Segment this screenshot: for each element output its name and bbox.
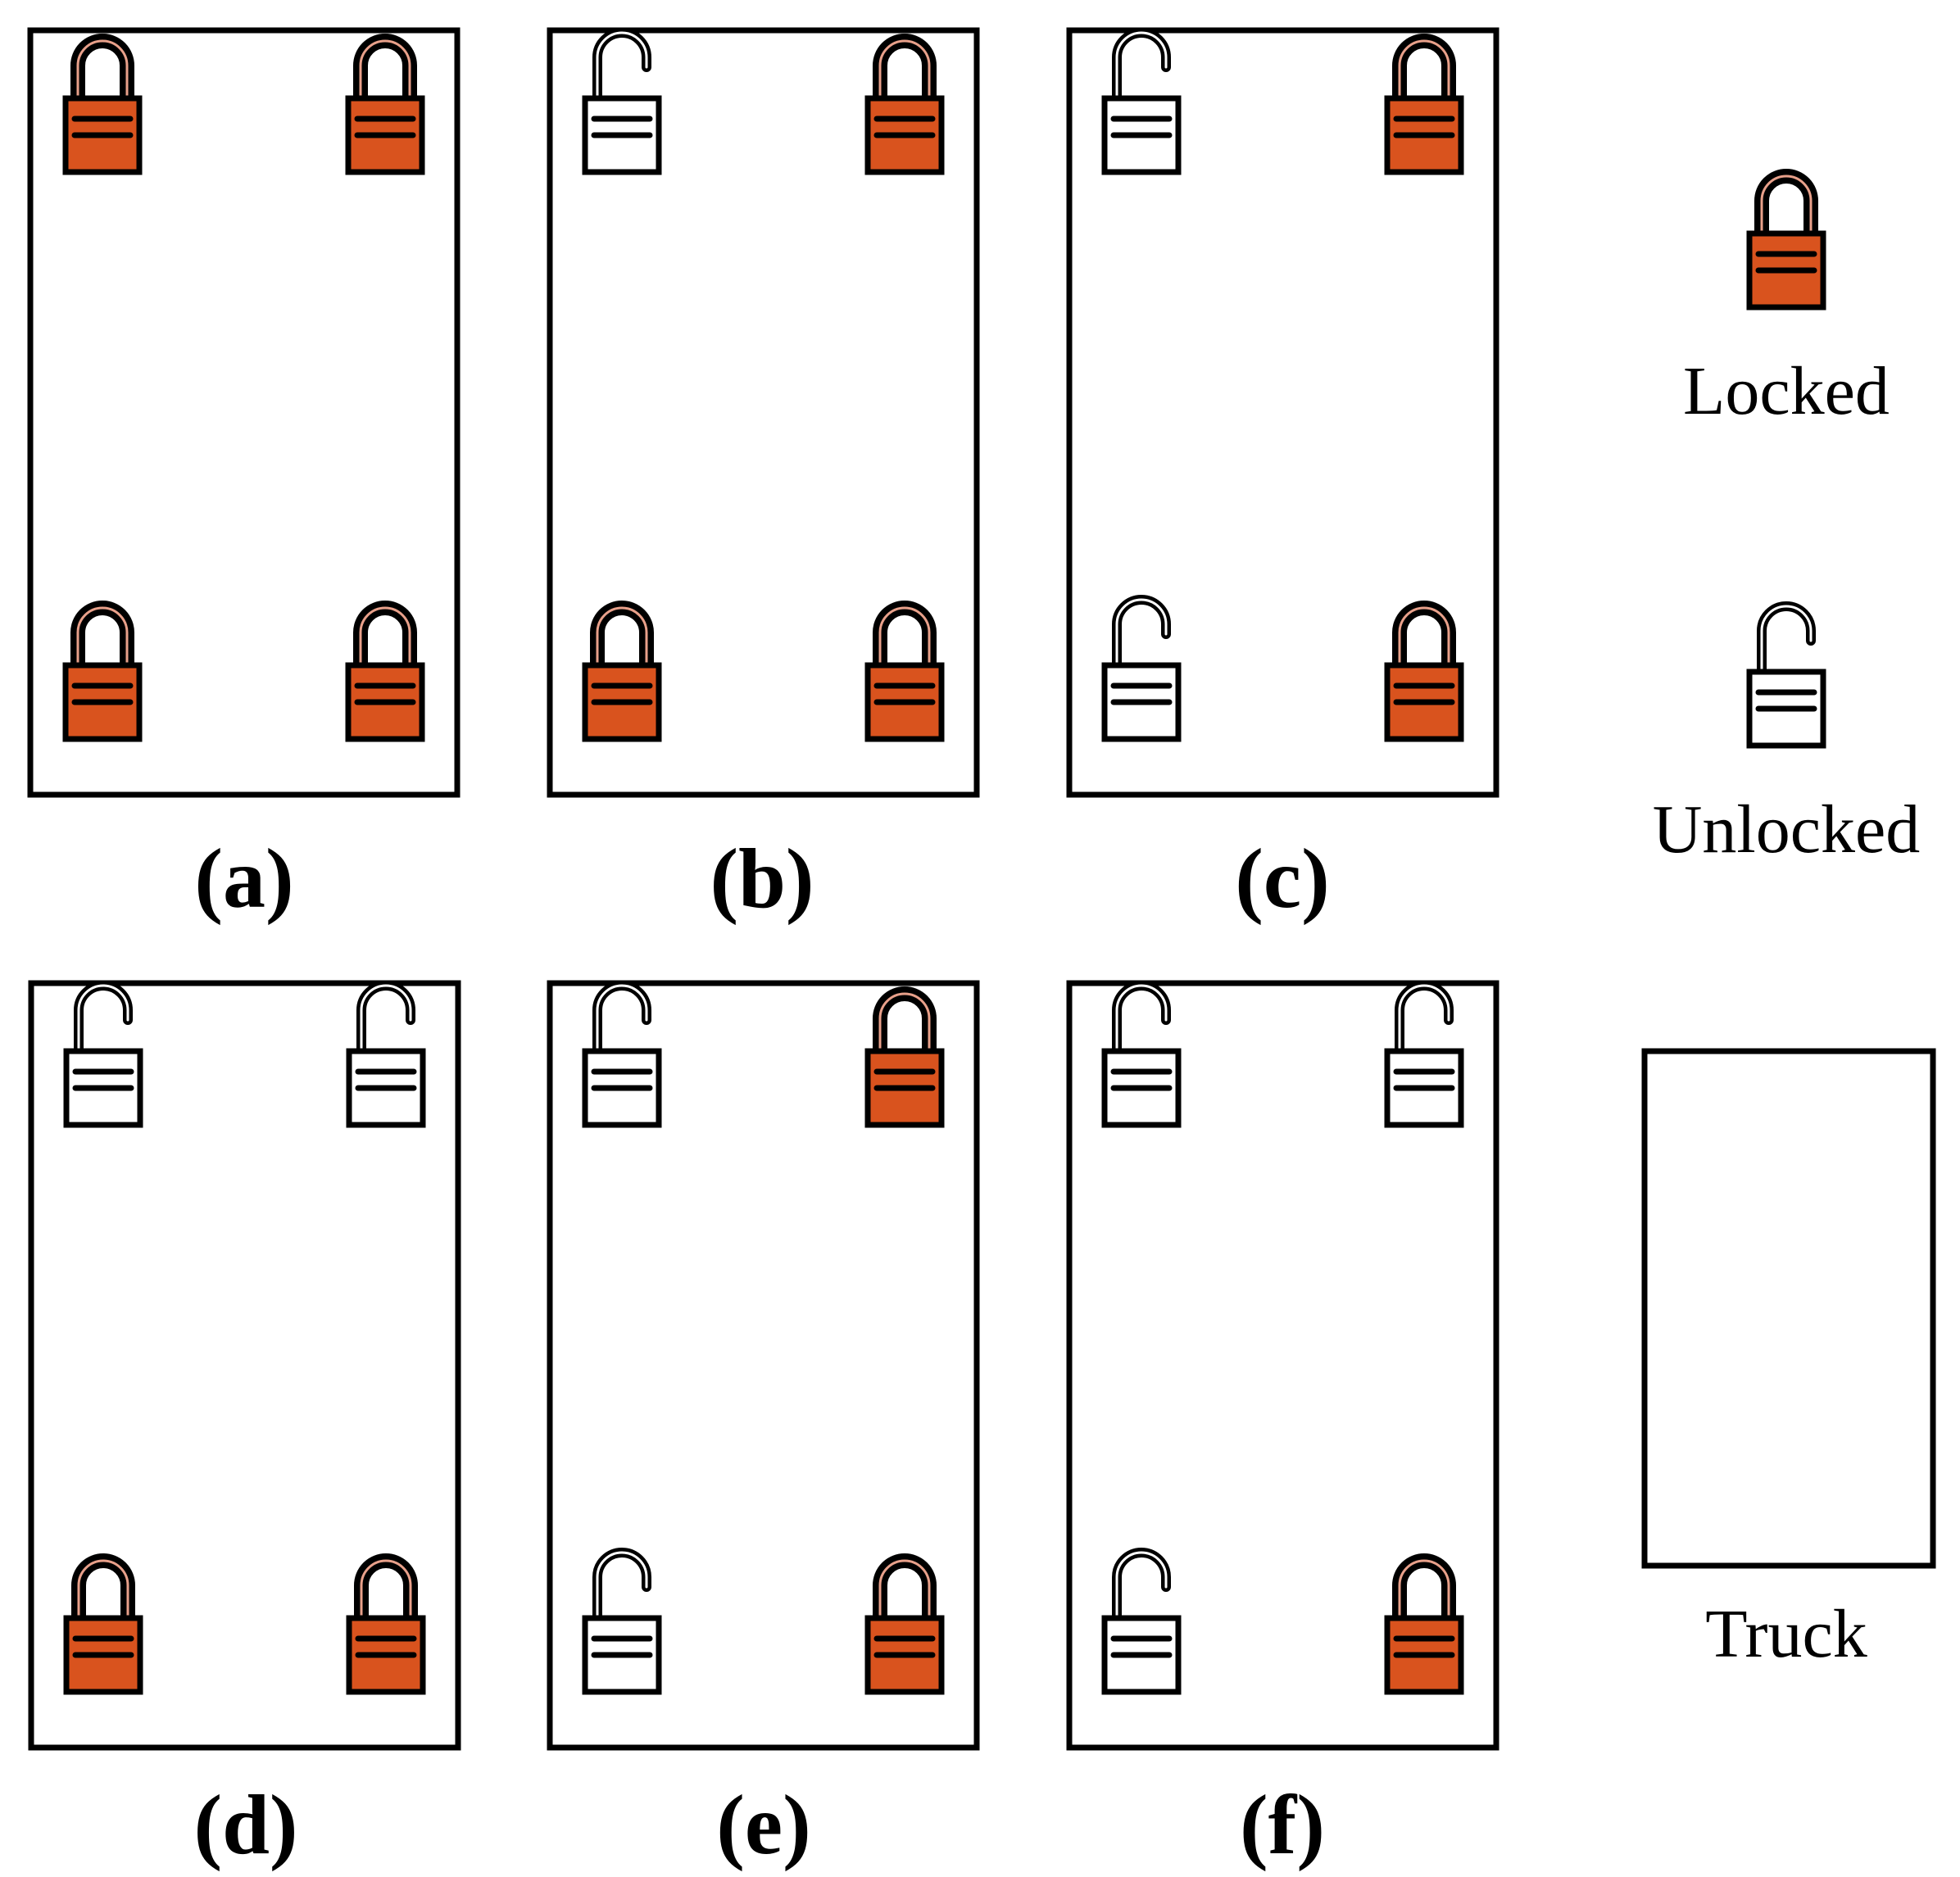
lock-top-left <box>582 28 662 175</box>
padlock-open-icon <box>582 28 662 175</box>
padlock-open-icon <box>1101 1548 1182 1695</box>
padlock-closed-icon <box>63 1553 143 1695</box>
padlock-closed-icon <box>345 34 425 175</box>
padlock-open-icon <box>1101 28 1182 175</box>
lock-top-left <box>1101 981 1182 1128</box>
panel-f: (f) <box>1066 980 1499 1872</box>
lock-top-left <box>63 981 143 1128</box>
lock-top-right <box>864 34 945 175</box>
padlock-closed-icon <box>864 34 945 175</box>
lock-top-right <box>345 34 425 175</box>
lock-top-left <box>1101 28 1182 175</box>
legend-locked: Locked <box>1683 169 1890 429</box>
legend-unlocked-label: Unlocked <box>1653 791 1921 868</box>
legend-unlocked-icon <box>1746 601 1826 749</box>
lock-top-right <box>346 981 426 1128</box>
lock-bottom-left <box>582 1548 662 1695</box>
lock-bottom-right <box>345 601 425 742</box>
padlock-open-icon <box>582 1548 662 1695</box>
panel-label-e: (e) <box>716 1778 810 1872</box>
lock-top-right <box>1384 34 1464 175</box>
padlock-closed-icon <box>1384 1553 1464 1695</box>
padlock-closed-icon <box>582 601 662 742</box>
padlock-closed-icon <box>864 601 945 742</box>
lock-bottom-right <box>1384 1553 1464 1695</box>
legend-locked-label: Locked <box>1683 353 1890 429</box>
lock-top-right <box>1384 981 1464 1128</box>
lock-bottom-left <box>63 1553 143 1695</box>
lock-bottom-right <box>346 1553 426 1695</box>
panel-label-f: (f) <box>1240 1778 1325 1872</box>
padlock-closed-icon <box>346 1553 426 1695</box>
lock-top-left <box>582 981 662 1128</box>
padlock-closed-icon <box>62 34 143 175</box>
padlock-open-icon <box>1101 595 1182 742</box>
panel-label-d: (d) <box>193 1778 297 1872</box>
padlock-open-icon <box>63 981 143 1128</box>
lock-top-right <box>864 986 945 1128</box>
panel-e: (e) <box>547 980 980 1872</box>
lock-bottom-right <box>1384 601 1464 742</box>
legend-unlocked: Unlocked <box>1653 601 1921 868</box>
padlock-open-icon <box>1746 601 1826 749</box>
padlock-closed-icon <box>1746 169 1826 311</box>
padlock-open-icon <box>582 981 662 1128</box>
legend-truck-label: Truck <box>1705 1596 1867 1672</box>
lock-bottom-left <box>582 601 662 742</box>
panel-c: (c) <box>1066 27 1499 926</box>
lock-bottom-right <box>864 601 945 742</box>
lock-bottom-left <box>1101 595 1182 742</box>
padlock-open-icon <box>346 981 426 1128</box>
panel-a: (a) <box>27 27 461 926</box>
padlock-closed-icon <box>62 601 143 742</box>
panel-d: (d) <box>28 980 461 1872</box>
panel-label-a: (a) <box>194 832 293 926</box>
panel-b: (b) <box>547 27 980 926</box>
legend-truck: Truck <box>1641 1048 1936 1672</box>
padlock-closed-icon <box>864 1553 945 1695</box>
legend-truck-outline <box>1641 1048 1936 1569</box>
lock-bottom-left <box>1101 1548 1182 1695</box>
lock-bottom-right <box>864 1553 945 1695</box>
padlock-closed-icon <box>345 601 425 742</box>
panel-label-b: (b) <box>710 832 814 926</box>
padlock-closed-icon <box>864 986 945 1128</box>
padlock-open-icon <box>1384 981 1464 1128</box>
lock-top-left <box>62 34 143 175</box>
panel-label-c: (c) <box>1235 832 1329 926</box>
legend-locked-icon <box>1746 169 1826 311</box>
lock-bottom-left <box>62 601 143 742</box>
padlock-closed-icon <box>1384 34 1464 175</box>
padlock-closed-icon <box>1384 601 1464 742</box>
padlock-open-icon <box>1101 981 1182 1128</box>
legend: Locked Unlocked Truck <box>1641 169 1936 1672</box>
